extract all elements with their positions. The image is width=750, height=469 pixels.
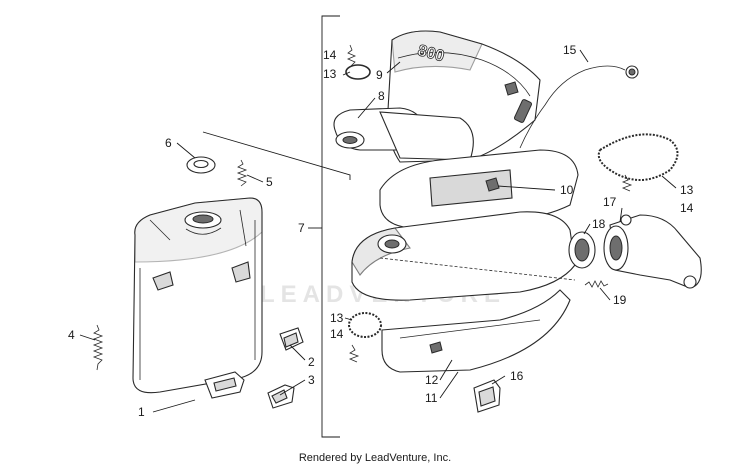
callout-19: 19: [613, 293, 627, 307]
leader-9: [386, 61, 401, 74]
footer-credit: Rendered by LeadVenture, Inc.: [298, 452, 452, 464]
leader-13a: [342, 71, 351, 76]
callout-16: 16: [510, 369, 524, 383]
clamp-upper: [345, 44, 371, 80]
muffler-bracket-left: [152, 271, 174, 291]
leader-3: [279, 379, 306, 396]
rubber-mount-16: [473, 379, 501, 413]
seal-ring-18: [568, 231, 596, 269]
spring-4: [92, 324, 104, 371]
leader-13c: [344, 317, 353, 321]
callout-18: 18: [592, 217, 606, 231]
callout-14-lower: 14: [330, 327, 344, 341]
gasket-6: [186, 156, 216, 174]
spring-5: [236, 159, 248, 187]
exhaust-pipe-assembly: [351, 211, 576, 301]
leader-6b: [202, 131, 351, 180]
callout-14-right: 14: [680, 201, 694, 215]
exhaust-bracket: [204, 371, 245, 399]
callout-13-upper: 13: [323, 67, 337, 81]
lower-heat-shield-12: [381, 289, 571, 373]
leader-17: [619, 207, 623, 223]
callout-4: 4: [68, 328, 75, 342]
leader-10: [497, 185, 556, 191]
callout-10: 10: [560, 183, 574, 197]
leader-2: [289, 344, 306, 361]
callout-12: 12: [425, 373, 439, 387]
callout-8: 8: [378, 89, 385, 103]
callout-11: 11: [425, 391, 438, 405]
callout-6: 6: [165, 136, 172, 150]
callout-5: 5: [266, 175, 273, 189]
spring-19: [584, 280, 609, 288]
leader-1: [152, 399, 196, 413]
leader-13b: [661, 175, 677, 189]
callout-13-right: 13: [680, 183, 694, 197]
heat-shield-10: [379, 149, 579, 229]
callout-13-lower: 13: [330, 311, 344, 325]
leader-19: [599, 287, 611, 301]
leader-8: [357, 97, 376, 119]
clamp-lower: [348, 312, 382, 363]
muffler: [132, 197, 263, 394]
o2-sensor-15: [513, 65, 639, 149]
leader-15: [579, 49, 589, 63]
callout-7: 7: [298, 221, 305, 235]
clamp-right: [597, 133, 679, 192]
muffler-bracket-right: [231, 261, 251, 283]
leader-11: [439, 371, 459, 399]
leader-6: [176, 142, 196, 159]
callout-15: 15: [563, 43, 577, 57]
tailpipe-8: [333, 107, 474, 161]
leader-12: [439, 359, 453, 381]
leader-4: [79, 334, 96, 341]
leader-5: [246, 174, 264, 183]
exhaust-manifold-17: [603, 214, 702, 289]
callout-3: 3: [308, 373, 315, 387]
callout-9: 9: [376, 68, 383, 82]
rubber-mount-2: [279, 327, 304, 351]
callout-17: 17: [603, 195, 617, 209]
leader-18: [583, 223, 591, 235]
leader-16: [491, 375, 506, 385]
group-bracket: [321, 15, 340, 438]
callout-2: 2: [308, 355, 315, 369]
callout-14-upper: 14: [323, 48, 337, 62]
callout-1: 1: [138, 405, 145, 419]
